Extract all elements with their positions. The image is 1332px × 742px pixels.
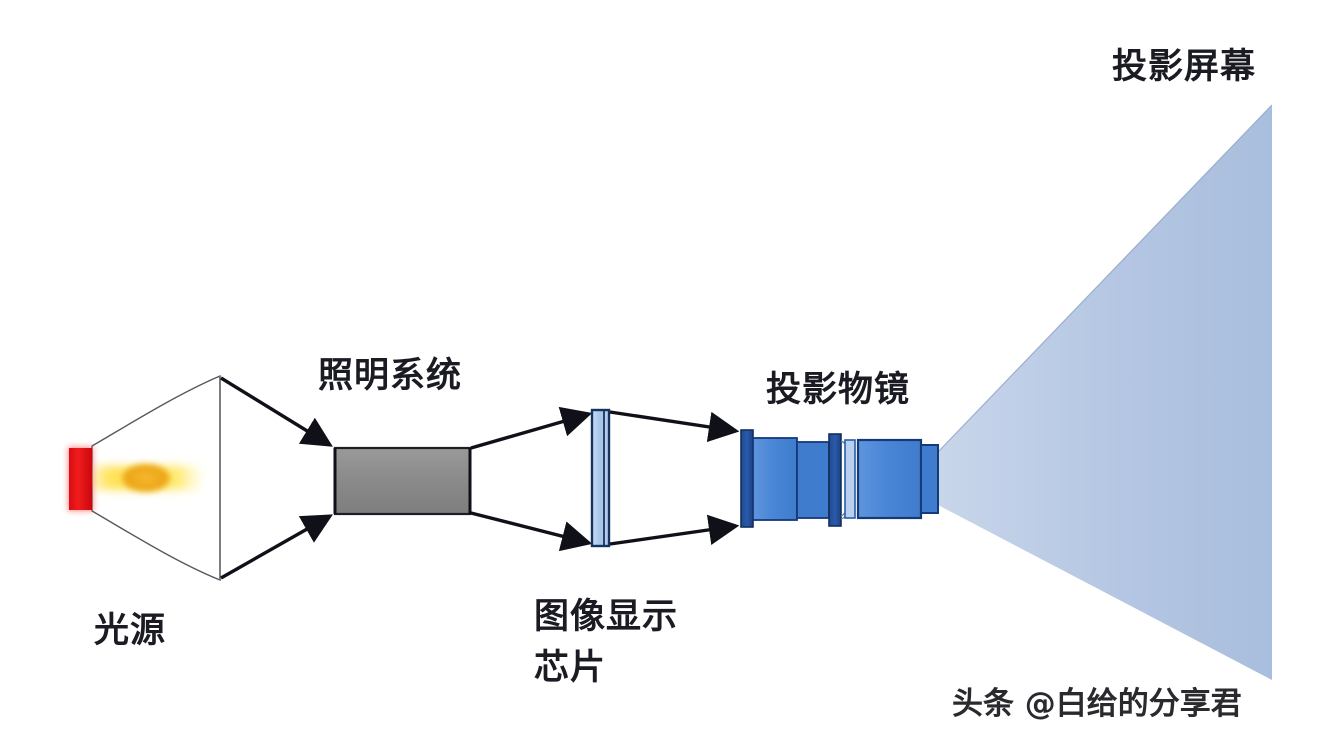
lens-focus-ring (844, 439, 856, 519)
label-image-display-chip-line1: 图像显示 (534, 597, 679, 637)
lens-mid-ring (828, 433, 842, 527)
label-projection-screen: 投影屏幕 (1112, 47, 1257, 87)
lens-barrel-2 (796, 441, 830, 519)
projection-beam (937, 104, 1273, 680)
rays-chip-to-objective (609, 410, 740, 546)
beam-top-edge (937, 104, 1273, 453)
label-image-display-chip: 图像显示 芯片 (534, 592, 678, 694)
light-source-assembly (68, 374, 221, 582)
rays-source-to-illumination (220, 376, 333, 580)
watermark-text: 头条 @白给的分享君 (952, 686, 1242, 722)
ray-bottom-1 (220, 514, 333, 580)
projection-objective-lens (740, 429, 939, 528)
illumination-system-block (333, 446, 472, 516)
lamp-arc-core (122, 464, 170, 492)
ray-bottom-3 (609, 514, 740, 546)
lens-front-ring (740, 429, 754, 528)
ray-top-1 (220, 376, 333, 447)
label-light-source: 光源 (94, 611, 167, 651)
lens-barrel-rear (856, 438, 923, 520)
ray-top-2 (470, 406, 593, 450)
lamp-red-block (69, 448, 92, 510)
label-image-display-chip-line2: 芯片 (534, 647, 607, 688)
image-display-chip (590, 408, 611, 548)
ray-top-3 (609, 410, 740, 443)
ray-bottom-2 (470, 511, 593, 552)
label-illumination-system: 照明系统 (318, 356, 463, 396)
lens-barrel-1 (752, 437, 798, 521)
rays-illumination-to-chip (470, 406, 593, 552)
lens-rear-cap (920, 444, 939, 514)
label-projection-objective: 投影物镜 (766, 370, 911, 410)
